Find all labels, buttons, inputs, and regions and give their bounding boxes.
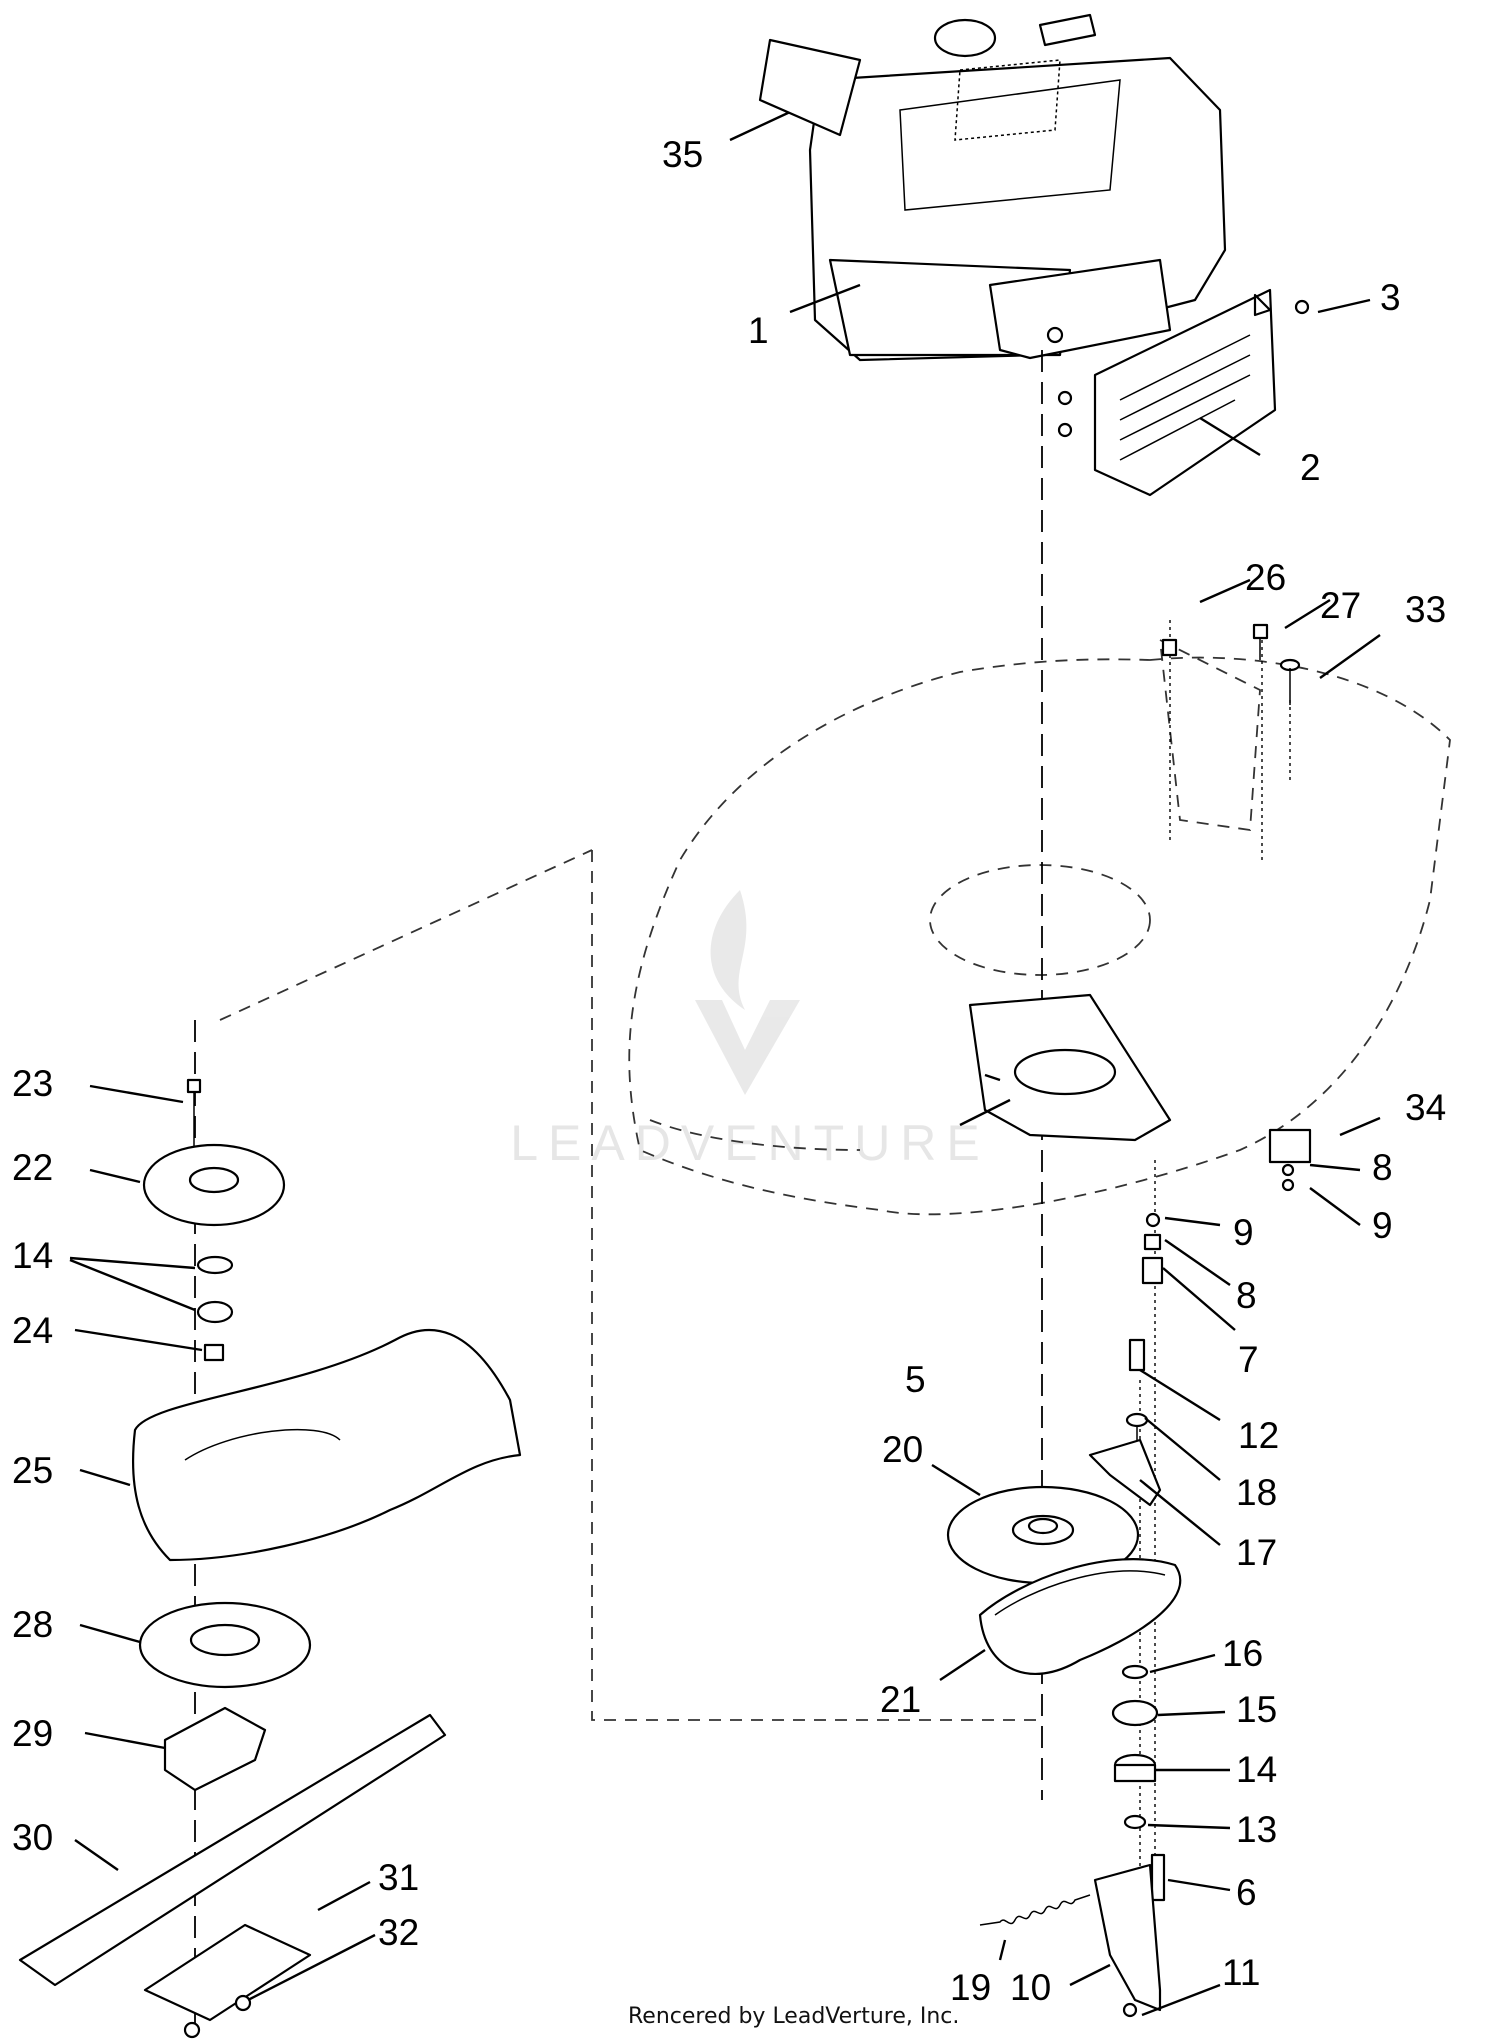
watermark-text: LEADVENTURE: [510, 1115, 990, 1171]
callout-8b: 8: [1372, 1147, 1393, 1188]
callout-12: 12: [1238, 1415, 1279, 1456]
callout-15: 15: [1236, 1689, 1277, 1730]
callout-20: 20: [882, 1429, 923, 1470]
callout-35: 35: [662, 134, 703, 175]
callout-8a: 8: [1236, 1275, 1257, 1316]
leader-lines: [69, 110, 1381, 2017]
leadventure-watermark: LEADVENTURE: [510, 890, 990, 1171]
oil-cap-icon: [933, 18, 997, 58]
callout-22: 22: [12, 1147, 53, 1188]
callout-6: 6: [1236, 1872, 1257, 1913]
credit-footer: Rencered by LeadVerture, Inc.: [628, 2004, 960, 2029]
callout-29: 29: [12, 1713, 53, 1754]
spring: [979, 1894, 1091, 1926]
callout-28: 28: [12, 1604, 53, 1645]
callout-25: 25: [12, 1450, 53, 1491]
decal: [758, 38, 862, 137]
callout-34: 34: [1405, 1087, 1446, 1128]
engine-assembly: [808, 13, 1227, 362]
spindle-stack: [1111, 1664, 1166, 1902]
callout-16: 16: [1222, 1633, 1263, 1674]
mower-deck-outline: [628, 638, 1451, 1216]
callout-2: 2: [1300, 447, 1321, 488]
spindle-housing: [132, 1328, 522, 1562]
callout-33: 33: [1405, 589, 1446, 630]
callout-17: 17: [1236, 1532, 1277, 1573]
callout-24: 24: [12, 1310, 53, 1351]
stop-block: [1268, 1128, 1312, 1164]
callout-30: 30: [12, 1817, 53, 1858]
callout-23: 23: [12, 1063, 53, 1104]
v-logo-icon: [695, 1000, 800, 1095]
callout-18: 18: [1236, 1472, 1277, 1513]
callout-3: 3: [1380, 277, 1401, 318]
hardware-stack: [1125, 1212, 1164, 1460]
callout-labels: 1 2 3 5 6 7 8 8 9 9 10 11 12 13 14 14 15…: [12, 134, 1446, 2008]
callout-19: 19: [950, 1967, 991, 2008]
callout-32: 32: [378, 1912, 419, 1953]
callout-9a: 9: [1233, 1212, 1254, 1253]
mower-blade: [18, 1713, 447, 1987]
spring-bracket: [1093, 1863, 1162, 2012]
callout-14b: 14: [12, 1235, 53, 1276]
callout-13: 13: [1236, 1809, 1277, 1850]
idler-arm: [1088, 1438, 1162, 1507]
callout-27: 27: [1320, 585, 1361, 626]
deck-bolts: [1161, 623, 1301, 705]
callout-1: 1: [748, 310, 769, 351]
callout-26: 26: [1245, 557, 1286, 598]
handle-icon: [1038, 13, 1097, 47]
callout-9b: 9: [1372, 1205, 1393, 1246]
callout-11: 11: [1222, 1952, 1260, 1993]
blade-stiffener: [143, 1923, 312, 2022]
callout-31: 31: [378, 1857, 419, 1898]
callout-10: 10: [1010, 1967, 1051, 2008]
callout-14a: 14: [1236, 1749, 1277, 1790]
drive-belt: [978, 1558, 1182, 1676]
callout-21: 21: [880, 1679, 921, 1720]
flame-logo-icon: [710, 890, 747, 1010]
callout-7: 7: [1238, 1339, 1259, 1380]
heat-shield: [1057, 288, 1310, 497]
callout-5: 5: [905, 1359, 926, 1400]
